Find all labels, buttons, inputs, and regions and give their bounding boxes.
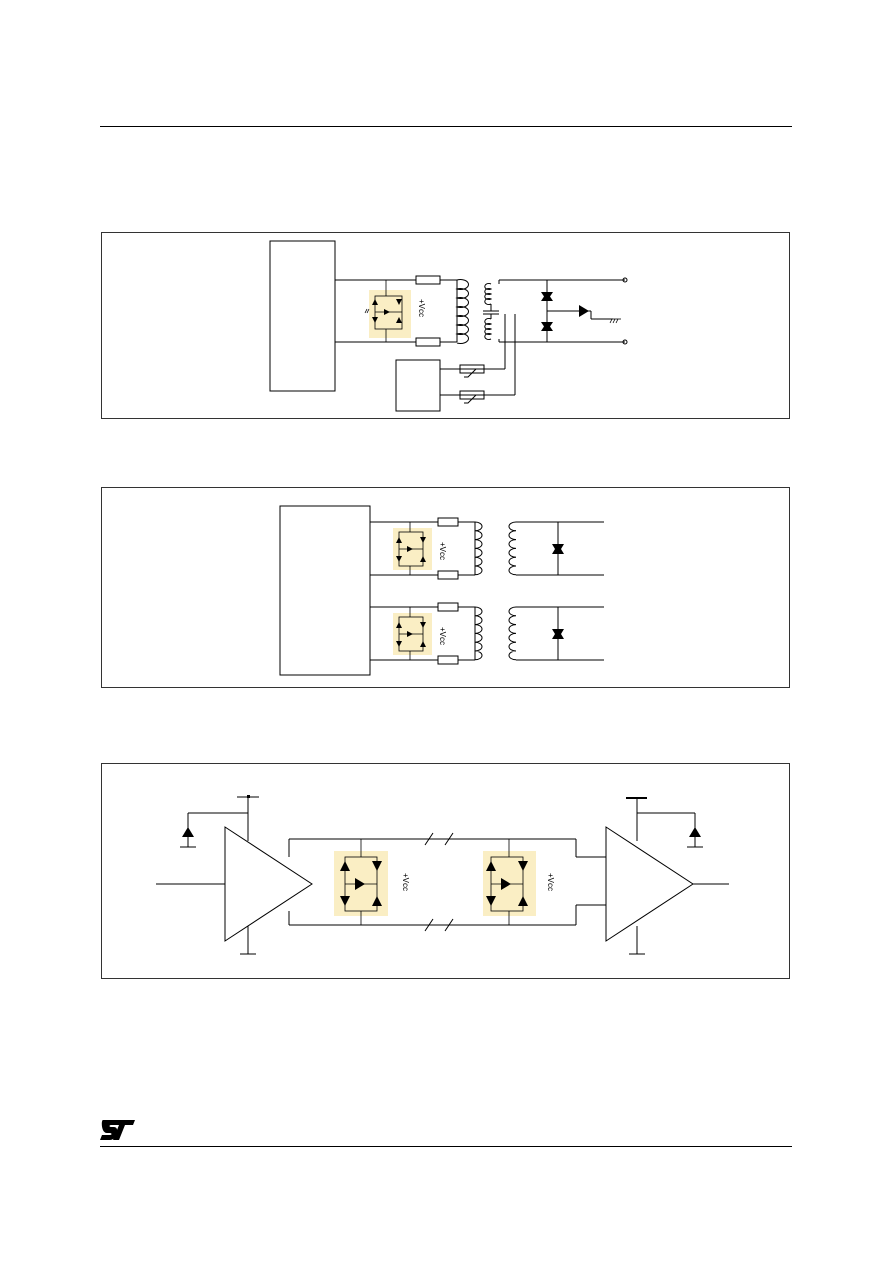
line-receiver [605, 826, 694, 942]
figure-2-frame: +Vcc +Vcc [101, 487, 790, 688]
figure-1-frame: +Vcc [101, 232, 790, 419]
protector-1 [369, 290, 411, 338]
terminal-bottom [622, 339, 628, 345]
transceiver-block [269, 240, 336, 392]
st-logo [100, 1120, 135, 1140]
vcc-label-bottom: +Vcc [438, 627, 447, 645]
vcc-label: +Vcc [417, 299, 426, 317]
line-driver [224, 826, 313, 942]
resistor-top [415, 275, 441, 285]
figure-3-schematic: +Vcc +Vcc [156, 795, 729, 955]
ring-detector-block [395, 359, 441, 412]
header-rule [100, 126, 792, 127]
vcc-label-right: +Vcc [546, 873, 555, 891]
figure-1-schematic: +Vcc [269, 240, 628, 412]
vcc-label-top: +Vcc [438, 542, 447, 560]
footer-rule [100, 1146, 792, 1147]
dual-transceiver-block [279, 505, 371, 676]
figure-3-frame: +Vcc +Vcc [101, 763, 790, 979]
figure-2-schematic: +Vcc +Vcc [279, 505, 604, 676]
vcc-label-left: +Vcc [401, 873, 410, 891]
terminal-top [622, 277, 628, 283]
resistor-bottom [415, 337, 441, 347]
